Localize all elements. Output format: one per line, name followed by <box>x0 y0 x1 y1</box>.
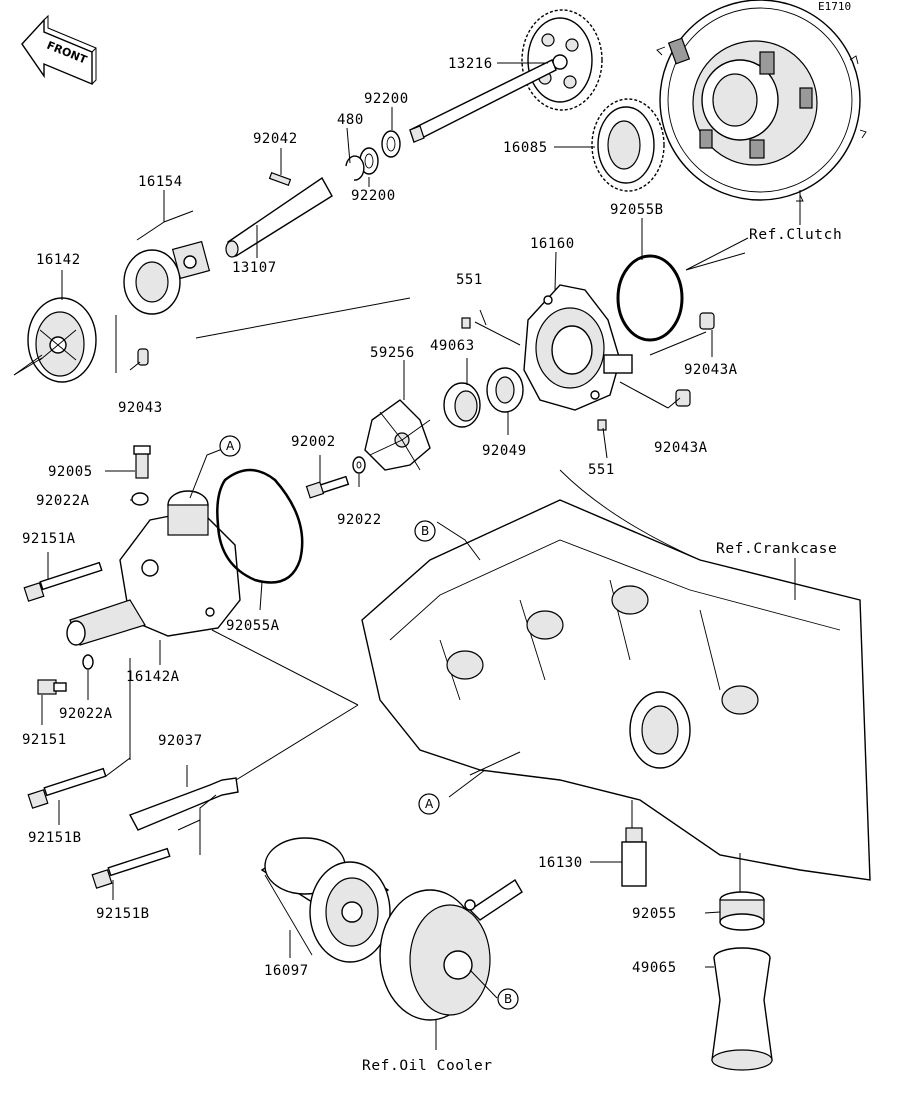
callout-a-upper-letter: A <box>226 439 235 453</box>
strainer-49065-illustration <box>711 947 773 1071</box>
label-92005: 92005 <box>48 464 93 480</box>
callout-b-lower: B <box>497 988 519 1010</box>
ref-clutch: Ref.Clutch <box>749 227 842 243</box>
ref-crankcase: Ref.Crankcase <box>716 541 837 557</box>
label-92043: 92043 <box>118 400 163 416</box>
label-92022: 92022 <box>337 512 382 528</box>
label-16154: 16154 <box>138 174 183 190</box>
bolt-92151-illustration <box>37 679 67 695</box>
front-arrow-icon: FRONT <box>21 14 97 86</box>
label-92151: 92151 <box>22 732 67 748</box>
callout-b-lower-letter: B <box>504 992 512 1006</box>
label-92037: 92037 <box>158 733 203 749</box>
impeller-59256-illustration <box>364 399 431 471</box>
clutch-housing-illustration <box>656 0 867 202</box>
bolt-92151B-illustration <box>27 767 171 889</box>
washer-92022-illustration <box>352 456 366 474</box>
o-ring-92055B-illustration <box>616 254 684 342</box>
label-92200-bottom: 92200 <box>351 188 396 204</box>
callout-a-upper: A <box>219 435 241 457</box>
label-49063: 49063 <box>430 338 475 354</box>
label-92055B: 92055B <box>610 202 664 218</box>
callout-a-lower-letter: A <box>425 797 434 811</box>
pin-92042-illustration <box>268 171 292 187</box>
label-551-top: 551 <box>456 272 483 288</box>
gear-16085-illustration <box>591 98 665 192</box>
callout-b-upper: B <box>414 520 436 542</box>
callout-b-upper-letter: B <box>421 524 429 538</box>
label-92042: 92042 <box>253 131 298 147</box>
ref-oil-cooler: Ref.Oil Cooler <box>362 1058 493 1074</box>
rotor-16142-illustration <box>27 297 97 383</box>
label-13107: 13107 <box>232 260 277 276</box>
label-92055: 92055 <box>632 906 677 922</box>
label-49065: 49065 <box>632 960 677 976</box>
seal-92055-illustration <box>719 891 765 931</box>
bleeder-92005-illustration <box>133 445 151 479</box>
label-16160: 16160 <box>530 236 575 252</box>
bearing-92049-illustration <box>486 367 524 413</box>
leader-lines <box>13 62 801 1050</box>
label-59256: 59256 <box>370 345 415 361</box>
bracket-92037-illustration <box>129 777 239 831</box>
callout-a-lower: A <box>418 793 440 815</box>
label-92151B-upper: 92151B <box>28 830 82 846</box>
label-16085: 16085 <box>503 140 548 156</box>
bolt-92002-illustration <box>305 475 350 499</box>
label-92043A-top: 92043A <box>684 362 738 378</box>
seal-49063-illustration <box>443 382 481 428</box>
label-92002: 92002 <box>291 434 336 450</box>
shaft-13107-illustration <box>225 176 333 258</box>
label-16142: 16142 <box>36 252 81 268</box>
bolt-92151A-illustration <box>23 561 103 602</box>
label-92022A: 92022A <box>36 493 90 509</box>
pump-cover-16160-illustration <box>523 284 633 411</box>
pin-551-illustration <box>461 317 607 431</box>
oil-cooler-illustration <box>379 879 523 1021</box>
label-480: 480 <box>337 112 364 128</box>
label-13216: 13216 <box>448 56 493 72</box>
label-92151B-lower: 92151B <box>96 906 150 922</box>
label-92022A-lower: 92022A <box>59 706 113 722</box>
washer-92200-illustration <box>345 130 401 181</box>
fitting-16130-illustration <box>621 827 647 887</box>
diagram-code: E1710 <box>818 0 851 13</box>
rotor-16154-illustration <box>123 240 211 315</box>
pump-body-16142A-illustration <box>66 490 241 646</box>
o-ring-92055A-illustration <box>216 468 304 584</box>
label-16142A: 16142A <box>126 669 180 685</box>
label-92043A-bottom: 92043A <box>654 440 708 456</box>
drive-gear-illustration <box>521 9 603 111</box>
dowel-92043-illustration <box>137 348 149 366</box>
washer-92022A-illustration <box>82 492 149 670</box>
crankcase-illustration <box>361 469 871 881</box>
dowel-92043A-illustration <box>675 312 715 407</box>
label-16130: 16130 <box>538 855 583 871</box>
label-92049: 92049 <box>482 443 527 459</box>
label-16097: 16097 <box>264 963 309 979</box>
label-551-bottom: 551 <box>588 462 615 478</box>
label-92200-top: 92200 <box>364 91 409 107</box>
label-92055A: 92055A <box>226 618 280 634</box>
oil-filter-16097-illustration <box>260 837 391 963</box>
label-92151A: 92151A <box>22 531 76 547</box>
shaft-13216-illustration <box>409 59 557 143</box>
